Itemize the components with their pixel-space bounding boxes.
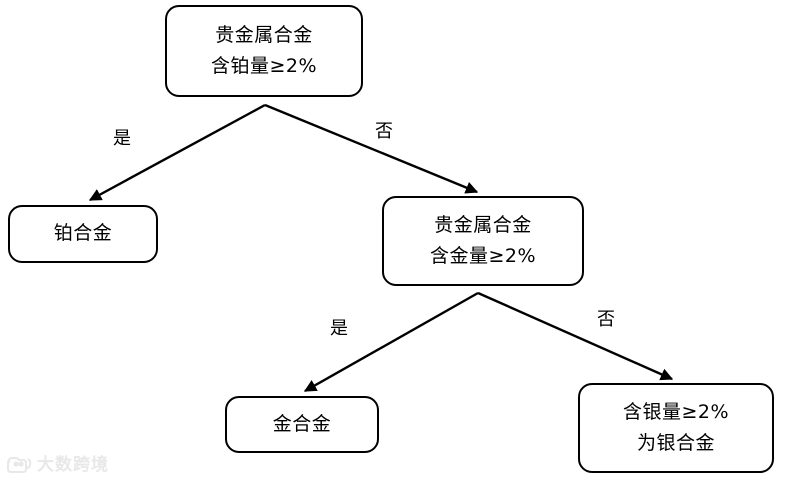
node-silver-alloy-line1: 含银量≥2%	[622, 401, 730, 424]
watermark: 大数跨境	[6, 455, 109, 475]
edge-label-root-no: 否	[375, 121, 393, 142]
node-root-line2: 含铂量≥2%	[210, 54, 318, 77]
edge-root-no	[264, 103, 479, 194]
edge-root-yes	[88, 103, 266, 202]
node-silver-alloy[interactable]: 含银量≥2% 为银合金	[578, 383, 774, 473]
node-platinum-alloy-line1: 铂合金	[53, 222, 113, 245]
node-root-line1: 贵金属合金	[215, 24, 313, 47]
watermark-text: 大数跨境	[37, 454, 109, 475]
node-gold-alloy[interactable]: 金合金	[225, 396, 379, 453]
node-silver-alloy-line2: 为银合金	[636, 431, 715, 454]
node-gold-alloy-line1: 金合金	[272, 412, 332, 435]
node-gold-test-line1: 贵金属合金	[434, 214, 532, 237]
node-gold-test-line2: 含金量≥2%	[429, 244, 537, 267]
edge-gold-no	[477, 291, 674, 381]
node-root-precious-metal-platinum-test[interactable]: 贵金属合金 含铂量≥2%	[165, 5, 363, 97]
node-precious-metal-gold-test[interactable]: 贵金属合金 含金量≥2%	[382, 196, 584, 286]
edge-gold-yes	[303, 291, 479, 393]
node-platinum-alloy[interactable]: 铂合金	[8, 205, 158, 263]
camera-logo-icon	[7, 457, 32, 473]
edge-label-root-yes: 是	[113, 128, 131, 149]
edge-label-gold-yes: 是	[330, 318, 348, 339]
edge-label-gold-no: 否	[597, 309, 615, 330]
